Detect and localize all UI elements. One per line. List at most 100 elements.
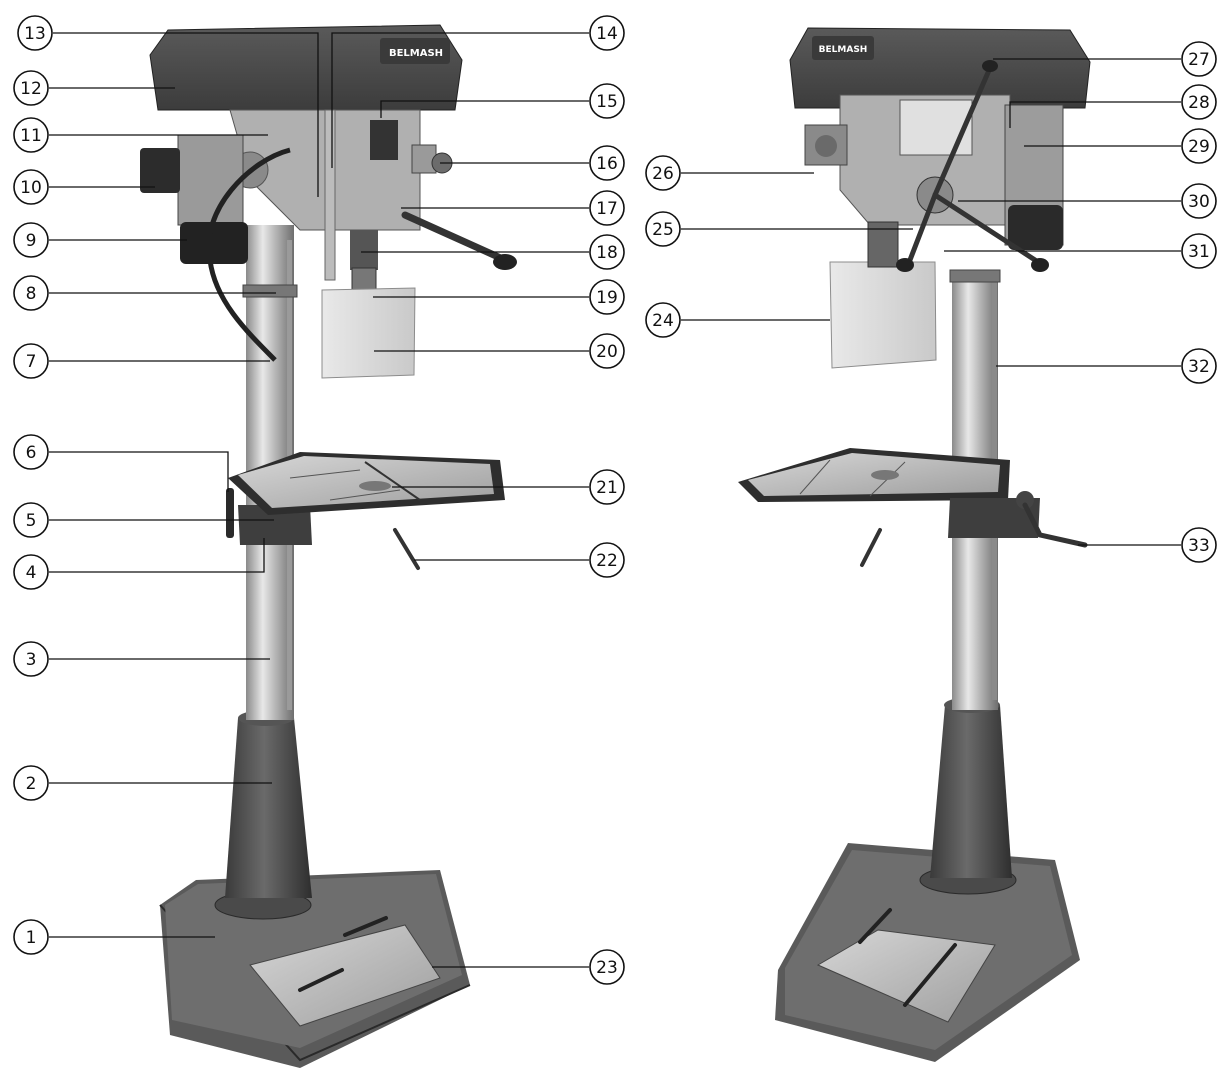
callout-16: 16 — [589, 145, 625, 181]
callout-circle — [13, 70, 49, 106]
drill-press-front-view: BELMASH — [140, 24, 517, 1068]
callout-circle — [1181, 233, 1217, 269]
callout-circle — [1181, 128, 1217, 164]
callout-circle — [13, 765, 49, 801]
callout-8: 8 — [13, 275, 49, 311]
callout-5: 5 — [13, 502, 49, 538]
callout-number: 13 — [24, 24, 46, 44]
callout-number: 19 — [596, 288, 618, 308]
callout-number: 8 — [26, 284, 37, 304]
chuck-guard — [321, 287, 416, 379]
callout-circle — [645, 302, 681, 338]
callout-number: 4 — [26, 563, 37, 583]
callout-10: 10 — [13, 169, 49, 205]
switch-box — [140, 148, 180, 193]
motor-base — [180, 222, 248, 264]
callout-number: 18 — [596, 243, 618, 263]
callout-circle — [589, 234, 625, 270]
callout-circle — [13, 502, 49, 538]
callout-number: 15 — [596, 92, 618, 112]
callout-number: 16 — [596, 154, 618, 174]
callout-4: 4 — [13, 554, 49, 590]
callout-number: 1 — [26, 928, 37, 948]
callout-circle — [1181, 527, 1217, 563]
callout-25: 25 — [645, 211, 681, 247]
callout-number: 7 — [26, 352, 37, 372]
table-bracket — [238, 505, 312, 545]
column-support — [225, 718, 312, 898]
callout-circle — [589, 469, 625, 505]
base-work-plate — [249, 924, 441, 1027]
callout-circle — [589, 83, 625, 119]
callout-number: 11 — [20, 126, 42, 146]
callout-11: 11 — [13, 117, 49, 153]
motor — [177, 134, 244, 226]
callout-number: 32 — [1188, 357, 1210, 377]
callout-circle — [589, 949, 625, 985]
callout-number: 28 — [1188, 93, 1210, 113]
callout-22: 22 — [589, 542, 625, 578]
callout-circle — [13, 275, 49, 311]
callout-number: 21 — [596, 478, 618, 498]
callout-circle — [13, 169, 49, 205]
callout-32: 32 — [1181, 348, 1217, 384]
callout-circle — [1181, 183, 1217, 219]
callout-circle — [645, 211, 681, 247]
callout-15: 15 — [589, 83, 625, 119]
callout-circle — [645, 155, 681, 191]
callout-circle — [1181, 41, 1217, 77]
callout-number: 27 — [1188, 50, 1210, 70]
callout-number: 23 — [596, 958, 618, 978]
callout-17: 17 — [589, 190, 625, 226]
nameplate — [899, 99, 973, 156]
callout-29: 29 — [1181, 128, 1217, 164]
callout-circle — [13, 117, 49, 153]
callout-14: 14 — [589, 15, 625, 51]
callout-circle — [13, 641, 49, 677]
callout-27: 27 — [1181, 41, 1217, 77]
callout-circle — [13, 222, 49, 258]
callout-circle — [13, 554, 49, 590]
callout-number: 22 — [596, 551, 618, 571]
head-cover — [149, 24, 463, 111]
callout-circle — [589, 333, 625, 369]
callout-26: 26 — [645, 155, 681, 191]
callout-33: 33 — [1181, 527, 1217, 563]
callout-21: 21 — [589, 469, 625, 505]
callout-number: 9 — [26, 231, 37, 251]
callout-number: 6 — [26, 443, 37, 463]
callout-circle — [589, 190, 625, 226]
callout-2: 2 — [13, 765, 49, 801]
callout-circle — [13, 919, 49, 955]
callout-circle — [17, 15, 53, 51]
callout-23: 23 — [589, 949, 625, 985]
callout-30: 30 — [1181, 183, 1217, 219]
callout-circle — [589, 145, 625, 181]
table-crank — [1022, 502, 1088, 548]
callout-number: 20 — [596, 342, 618, 362]
callout-number: 10 — [20, 178, 42, 198]
callout-7: 7 — [13, 343, 49, 379]
callout-6: 6 — [13, 434, 49, 470]
column-support-rear — [930, 705, 1012, 878]
callout-circle — [13, 343, 49, 379]
callout-3: 3 — [13, 641, 49, 677]
drill-press-rear-view: BELMASH — [738, 27, 1091, 1062]
callout-number: 29 — [1188, 137, 1210, 157]
callout-number: 33 — [1188, 536, 1210, 556]
callout-19: 19 — [589, 279, 625, 315]
callout-circle — [1181, 84, 1217, 120]
callout-number: 2 — [26, 774, 37, 794]
callout-13: 13 — [17, 15, 53, 51]
callout-1: 1 — [13, 919, 49, 955]
callout-circle — [589, 542, 625, 578]
leader-lines — [49, 32, 1181, 968]
callout-number: 5 — [26, 511, 37, 531]
callout-circle — [1181, 348, 1217, 384]
callout-number: 31 — [1188, 242, 1210, 262]
callout-number: 26 — [652, 164, 674, 184]
callout-number: 25 — [652, 220, 674, 240]
callout-number: 3 — [26, 650, 37, 670]
